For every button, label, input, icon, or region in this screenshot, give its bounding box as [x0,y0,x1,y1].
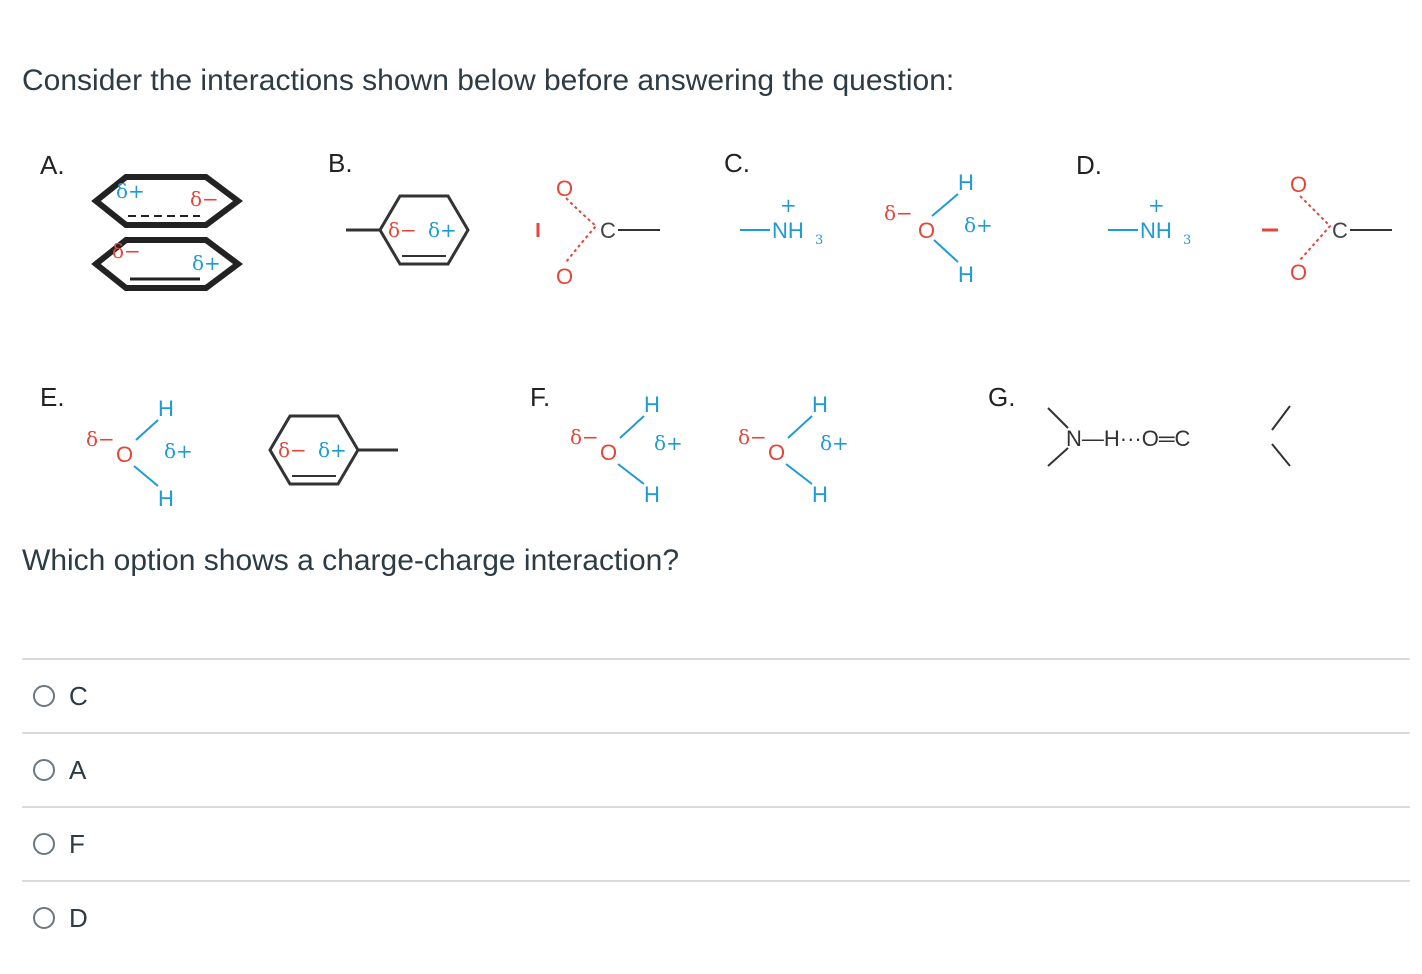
delta-minus-label: δ− [738,425,767,449]
benzene-dipole-diagram: δ− δ+ [268,414,398,486]
radio-button[interactable] [33,759,55,781]
benzene-dipole-diagram: δ− δ+ [346,194,470,266]
oxygen-atom: O [1290,172,1307,197]
answer-label: D [69,902,88,933]
panel-label-c: C. [724,148,750,178]
hydrogen-atom: H [958,262,974,287]
hydrogen-atom: H [158,486,174,511]
answer-option-c[interactable]: C [22,658,1410,732]
delta-plus-label: δ+ [164,439,193,463]
answer-label: F [69,828,85,859]
hydrogen-atom: H [644,482,660,507]
oxygen-atom: O [116,442,133,467]
oxygen-atom: O [1290,260,1307,285]
ammonium-group: NH [1140,218,1172,243]
radio-button[interactable] [33,907,55,929]
ammonium-diagram: + NH 3 [1108,193,1191,248]
plus-charge: + [780,193,797,217]
delta-plus-label: δ+ [318,438,347,462]
subscript-three: 3 [1183,233,1191,248]
delta-minus-label: δ− [388,218,417,242]
panel-label-f: F. [530,382,550,412]
delta-plus-label: δ+ [428,218,457,242]
hydrogen-bond-diagram: N—H···O═C [1047,405,1291,467]
radio-button[interactable] [33,685,55,707]
interactions-figure: A. B. C. D. E. F. G. δ+ δ− δ− δ+ δ− δ+ O… [40,148,1392,511]
panel-label-d: D. [1076,150,1102,180]
delta-minus-label: δ− [112,239,141,263]
radio-button[interactable] [33,833,55,855]
carbon-atom: C [600,218,616,243]
water-molecule-diagram: H O H δ− δ+ [884,170,993,287]
panel-label-g: G. [988,382,1015,412]
delta-plus-label: δ+ [192,251,221,275]
answer-list: C A F D [22,658,1410,954]
answer-label: C [69,680,88,711]
answer-option-d[interactable]: D [22,880,1410,954]
answer-label: A [69,754,87,785]
panel-label-a: A. [40,150,65,180]
oxygen-atom: O [556,176,573,201]
water-molecule-diagram: H O H δ− δ+ [86,396,193,511]
water-molecule-diagram: H O H δ− δ+ [570,392,683,507]
question-prompt: Consider the interactions shown below be… [22,64,955,97]
answer-option-a[interactable]: A [22,732,1410,806]
delta-minus-label: δ− [884,201,913,225]
oxygen-atom: O [918,218,935,243]
subscript-three: 3 [815,233,823,248]
delta-plus-label: δ+ [654,431,683,455]
answer-option-f[interactable]: F [22,806,1410,880]
delta-minus-label: δ− [570,425,599,449]
ammonium-group: NH [772,218,804,243]
delta-minus-label: δ− [278,438,307,462]
hydrogen-atom: H [812,392,828,417]
panel-label-e: E. [40,382,65,412]
carboxylate-diagram: O O C [1262,172,1392,285]
water-molecule-diagram: H O H δ− δ+ [738,392,849,507]
oxygen-atom: O [556,264,573,289]
hydrogen-atom: H [958,170,974,195]
delta-plus-label: δ+ [820,431,849,455]
plus-charge: + [1148,193,1165,217]
oxygen-atom: O [768,440,785,465]
delta-minus-label: δ− [190,187,219,211]
hydrogen-atom: H [158,396,174,421]
delta-plus-label: δ+ [116,179,145,203]
question-text: Which option shows a charge-charge inter… [22,544,680,577]
ammonium-diagram: + NH 3 [740,193,823,248]
delta-plus-label: δ+ [964,213,993,237]
hydrogen-atom: H [644,392,660,417]
oxygen-atom: O [600,440,617,465]
hydrogen-bond-label: N—H···O═C [1066,426,1190,451]
stacked-rings-diagram: δ+ δ− δ− δ+ [91,174,243,291]
panel-label-b: B. [328,148,353,178]
hydrogen-atom: H [812,482,828,507]
carbon-atom: C [1332,218,1348,243]
carboxylate-diagram: O O C [536,176,660,289]
delta-minus-label: δ− [86,427,115,451]
